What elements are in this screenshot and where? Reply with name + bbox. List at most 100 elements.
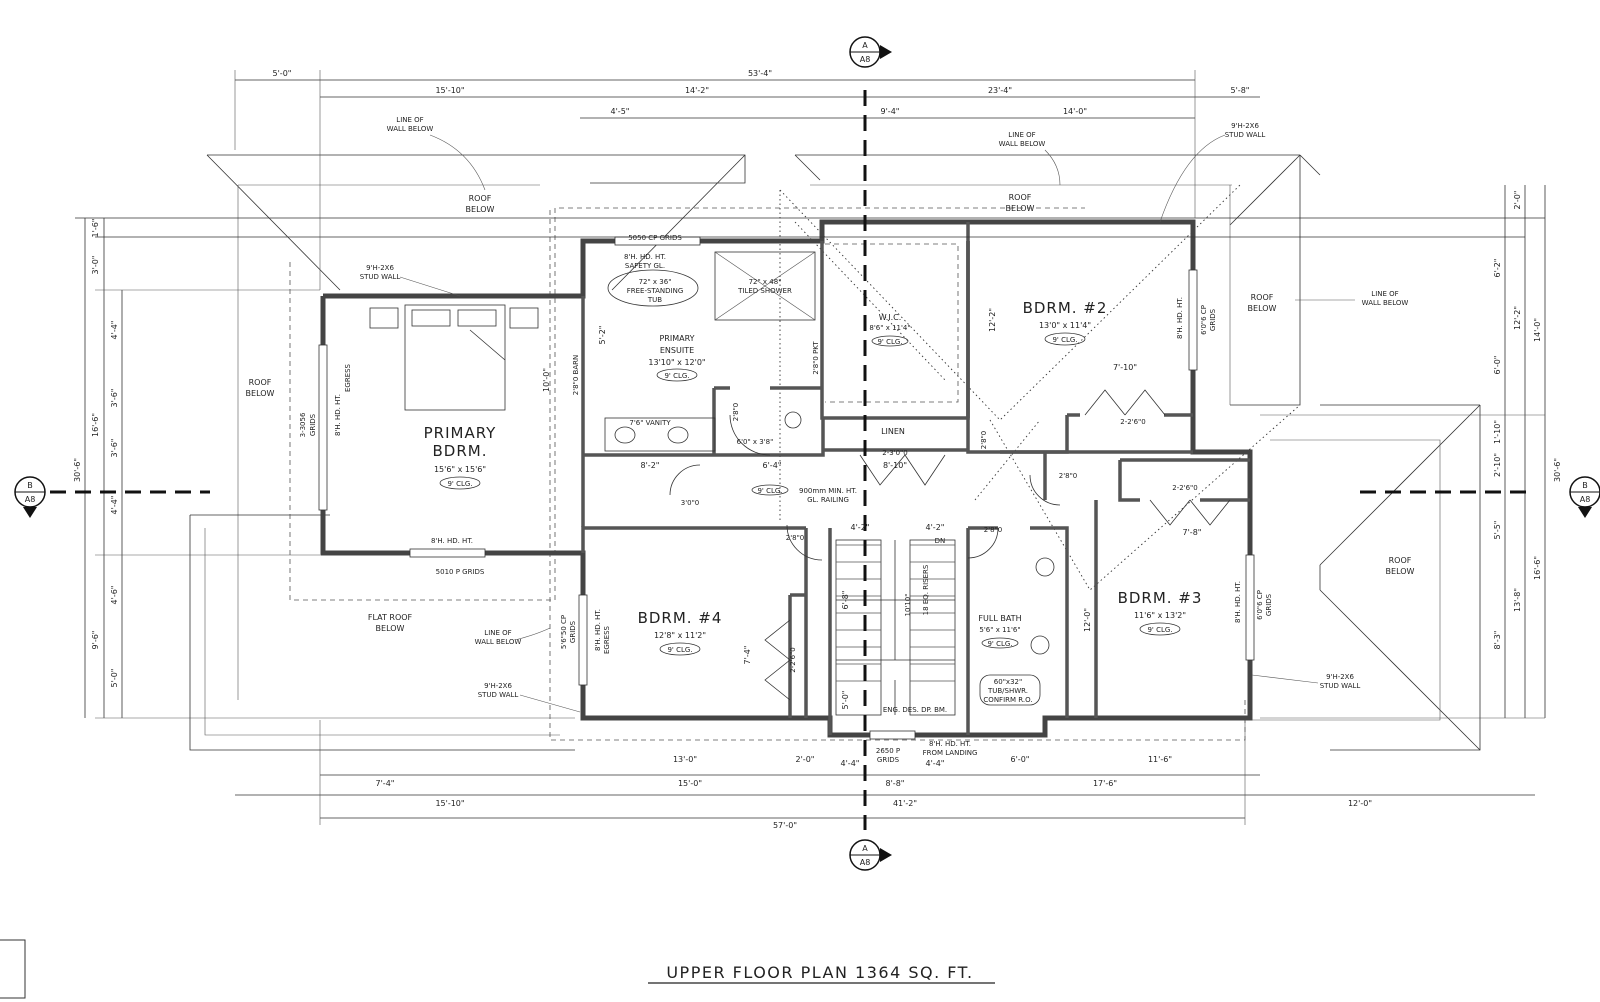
room-full-bath: FULL BATH 5'6" x 11'6" 9' CLG. <box>978 614 1022 649</box>
dim-right: 6'-2" <box>1493 259 1502 278</box>
marker-bottom-sheet: A8 <box>860 858 871 867</box>
room-size: 5'6" x 11'6" <box>979 626 1020 634</box>
note-window: 5'6"50 CP <box>560 615 568 649</box>
marker-left-letter: B <box>27 481 33 490</box>
plan-title: UPPER FLOOR PLAN 1364 SQ. FT. <box>666 963 973 982</box>
dim-interior: 5'-0" <box>841 691 850 710</box>
note-tub-shower: TUB/SHWR. <box>987 687 1028 695</box>
furniture <box>369 251 1055 706</box>
dim-bottom: 17'-6" <box>1093 779 1117 788</box>
room-bdrm3: BDRM. #3 11'6" x 13'2" 9' CLG. <box>1118 589 1201 636</box>
note-shower: TILED SHOWER <box>737 287 792 295</box>
dimension-text-bottom: 13'-0" 2'-0" 4'-4" 4'-4" 6'-0" 11'-6" 7'… <box>376 755 1373 830</box>
note-window: 8'H. HD. HT. <box>431 537 473 545</box>
dim-interior: 6'-8" <box>841 591 850 610</box>
room-name: ENSUITE <box>660 346 694 355</box>
dim-interior: 7'-8" <box>1183 528 1202 537</box>
note-egress: EGRESS <box>344 363 352 392</box>
door-swings <box>669 389 1231 701</box>
note-window: 5050 CP GRIDS <box>628 234 682 242</box>
marker-right-sheet: A8 <box>1580 495 1591 504</box>
dim-interior: 8'-2" <box>641 461 660 470</box>
note-landing-window: 8'H. HD. HT. <box>929 740 971 748</box>
marker-bottom-letter: A <box>862 844 868 853</box>
dim-interior: 6'-4" <box>763 461 782 470</box>
room-name: BDRM. #2 <box>1023 299 1108 317</box>
stairs <box>835 539 956 716</box>
label-roof: ROOF <box>1251 293 1274 302</box>
door-280: 2'8"0 <box>732 403 740 422</box>
label-roof: ROOF <box>249 378 272 387</box>
dim-right: 2'-10" <box>1493 453 1502 477</box>
room-name: BDRM. <box>433 442 488 460</box>
dim-right: 12'-2" <box>1513 306 1522 330</box>
dim-right: 2'-0" <box>1513 191 1522 210</box>
door-2280: 2-2'6"0 <box>789 647 797 672</box>
dim-bottom: 4'-4" <box>841 759 860 768</box>
section-cut-lines <box>50 90 1530 830</box>
note-window: 8'H. HD. HT. <box>334 394 342 436</box>
dim-interior: 7'-4" <box>743 646 752 665</box>
note-line-of: LINE OF <box>1008 131 1035 139</box>
note-dn: DN <box>935 537 946 545</box>
note-wall-below: WALL BELOW <box>387 125 434 133</box>
dim-top: 4'-5" <box>611 107 630 116</box>
fixture-notes: 72" x 36" FREE-STANDING TUB 72" x 48" TI… <box>299 234 1273 764</box>
dim-right: 5'-5" <box>1493 521 1502 540</box>
stair-treads <box>836 544 955 682</box>
label-below: BELOW <box>246 389 275 398</box>
dim-top: 53'-4" <box>748 69 772 78</box>
stud-wall-notes: 9'H-2X6 STUD WALL 9'H-2X6 STUD WALL 9'H-… <box>360 122 1360 713</box>
door-labels: 2'8"0 BARN 2'8"0 PKT 2'8"0 2'8"0 2'8"0 2… <box>572 341 1198 673</box>
note-tub: FREE-STANDING <box>627 287 684 295</box>
label-roof: ROOF <box>1009 193 1032 202</box>
room-ceiling: 9' CLG. <box>877 338 902 346</box>
note-window: 8'H. HD. HT. <box>1176 297 1184 339</box>
dim-left: 4'-6" <box>110 586 119 605</box>
dim-left: 4'-4" <box>110 496 119 515</box>
note-window: 6'0"6 CP <box>1256 590 1264 620</box>
door-280: 2'8"0 <box>786 534 805 542</box>
note-tub: 72" x 36" <box>639 278 672 286</box>
note-stud: STUD WALL <box>360 273 401 281</box>
note-window: 8'H. HD. HT. <box>624 253 666 261</box>
room-ceiling: 9' CLG. <box>987 640 1012 648</box>
note-egress: EGRESS <box>603 625 611 654</box>
note-stud: 9'H-2X6 <box>1326 673 1354 681</box>
note-wall-below: WALL BELOW <box>1362 299 1409 307</box>
dimension-text-interior: 8'-2" 6'-4" 8'-10" 4'-2" 4'-2" 7'-10" 7'… <box>542 308 1201 710</box>
note-grids: GRIDS <box>309 413 317 436</box>
roof-outlines <box>189 154 1481 751</box>
roof-labels: ROOF BELOW ROOF BELOW ROOF BELOW ROOF BE… <box>246 193 1415 633</box>
section-marker-top: A A8 <box>849 36 892 68</box>
dim-bottom: 8'-8" <box>886 779 905 788</box>
dim-top: 9'-4" <box>881 107 900 116</box>
note-window: SAFETY GL. <box>625 262 665 270</box>
dim-interior: 8'-10" <box>883 461 907 470</box>
dim-bottom: 57'-0" <box>773 821 797 830</box>
note-window: 8'H. HD. HT. <box>1234 581 1242 623</box>
room-ceiling: 9' CLG. <box>667 646 692 654</box>
dim-top: 5'-0" <box>273 69 292 78</box>
dim-bottom: 15'-0" <box>678 779 702 788</box>
hall-ceiling-text: 9' CLG. <box>757 487 782 495</box>
note-railing: 900mm MIN. HT. <box>799 487 857 495</box>
label-below: BELOW <box>1386 567 1415 576</box>
note-line-of: LINE OF <box>1371 290 1398 298</box>
walls <box>320 219 1253 738</box>
note-line-of: LINE OF <box>484 629 511 637</box>
note-stud: 9'H-2X6 <box>366 264 394 272</box>
note-landing-window: 2650 P <box>876 747 900 755</box>
dim-interior: 4'-2" <box>926 523 945 532</box>
note-tub-shower: CONFIRM R.O. <box>983 696 1032 704</box>
door-280: 2'8"0 <box>1059 472 1078 480</box>
door-pkt: 2'8"0 PKT <box>812 341 820 375</box>
dim-left: 4'-4" <box>110 321 119 340</box>
dimension-text-right: 2'-0" 6'-2" 6'-0" 1'-10" 2'-10" 5'-5" 8'… <box>1493 191 1562 650</box>
note-window: 8'H. HD. HT. <box>594 609 602 651</box>
dim-top: 23'-4" <box>988 86 1012 95</box>
room-size: 8'6" x 11'4" <box>869 324 910 332</box>
note-tub-shower: 60"x32" <box>994 678 1022 686</box>
room-ceiling: 9' CLG. <box>1147 626 1172 634</box>
